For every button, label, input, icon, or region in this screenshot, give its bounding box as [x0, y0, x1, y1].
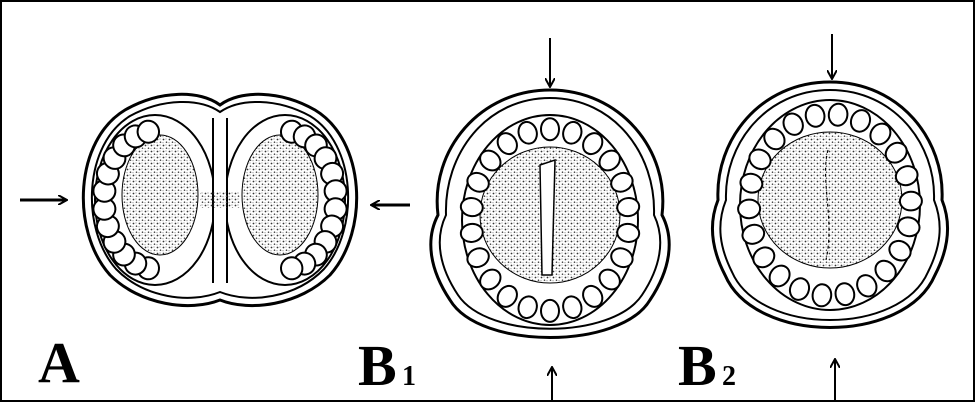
peripheral-cell: [541, 300, 559, 322]
peripheral-cell: [900, 191, 923, 211]
panel-a-embryo: [83, 94, 356, 305]
peripheral-cell: [541, 118, 559, 140]
panel-b1-label: B: [358, 333, 397, 398]
panel-b2-label: B: [678, 333, 717, 398]
peripheral-cell: [738, 199, 761, 219]
panel-b2-embryo: [712, 82, 947, 328]
panel-b1-embryo: [431, 90, 669, 338]
panel-b1-subscript: 1: [402, 361, 416, 392]
panel-b2-subscript: 2: [722, 361, 736, 392]
panel-a-label: A: [38, 330, 80, 395]
